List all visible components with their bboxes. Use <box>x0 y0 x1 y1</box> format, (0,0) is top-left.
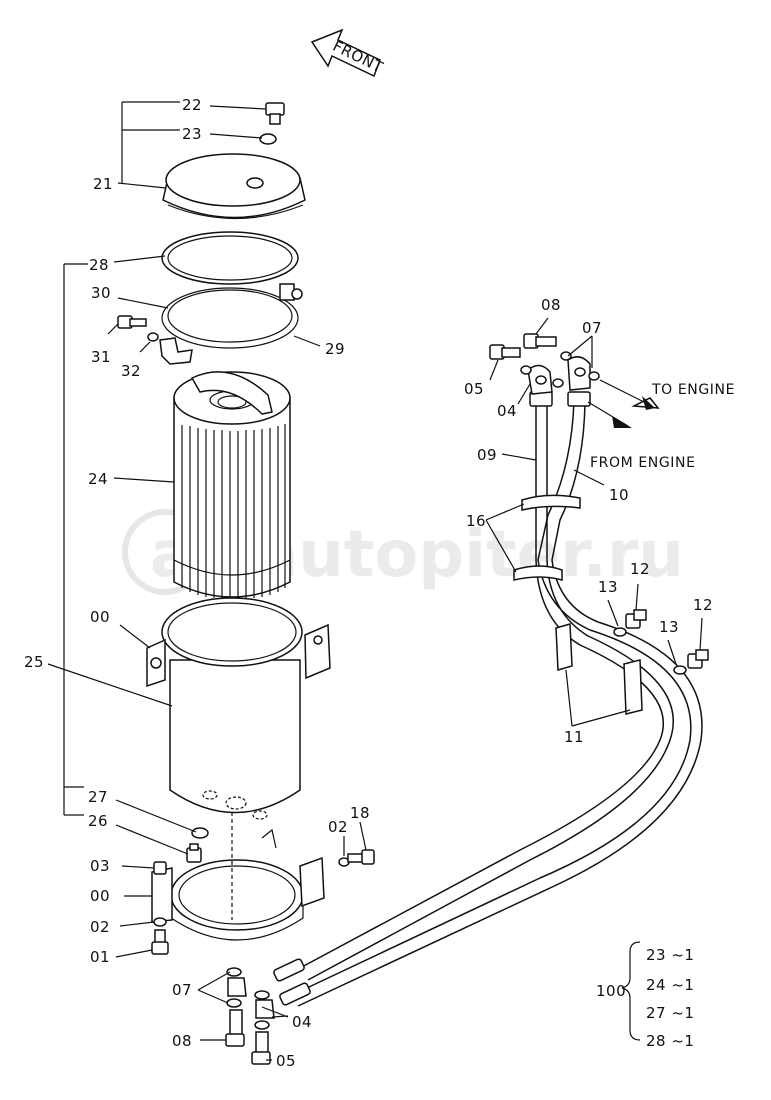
part-22-bolt <box>265 102 285 125</box>
label-04-lower: 04 <box>292 1013 312 1031</box>
part-24-element <box>173 371 291 600</box>
label-24: 24 <box>88 470 108 488</box>
part-13-washer-lower <box>673 665 687 675</box>
label-25: 25 <box>24 653 44 671</box>
part-28-gasket <box>161 231 299 285</box>
label-08-lower: 08 <box>172 1032 192 1050</box>
part-05-bolt-upper <box>489 344 521 360</box>
label-10: 10 <box>609 486 629 504</box>
label-05-lower: 05 <box>276 1052 296 1070</box>
label-11: 11 <box>564 728 584 746</box>
part-18-bolt <box>347 849 375 865</box>
label-03: 03 <box>90 857 110 875</box>
upper-fittings <box>489 333 600 395</box>
label-07-lower: 07 <box>172 981 192 999</box>
part-32-washer <box>147 332 159 342</box>
label-31: 31 <box>91 348 111 366</box>
flow-arrows <box>587 379 660 428</box>
label-01: 01 <box>90 948 110 966</box>
to-engine-label: TO ENGINE <box>651 382 735 398</box>
label-27: 27 <box>88 788 108 806</box>
from-engine-label: FROM ENGINE <box>590 455 696 471</box>
part-08-bolt-upper <box>523 333 557 349</box>
part-27-washer <box>191 827 209 839</box>
part-13-washer-upper <box>613 627 627 637</box>
kit-number: 100 <box>596 982 626 1000</box>
part-25-bowl <box>146 597 331 820</box>
kit-item-4: 28 ~1 <box>646 1032 694 1050</box>
label-13-lower: 13 <box>659 618 679 636</box>
leader-lines <box>47 101 703 1061</box>
kit-item-1: 23 ~1 <box>646 946 694 964</box>
label-16: 16 <box>466 512 486 530</box>
part-16-clamps <box>513 494 581 581</box>
label-23: 23 <box>182 125 202 143</box>
label-28: 28 <box>89 256 109 274</box>
label-30: 30 <box>91 284 111 302</box>
part-01-bolt <box>151 929 169 955</box>
kit-note: 100 23 ~1 24 ~1 27 ~1 28 ~1 <box>596 946 694 1050</box>
label-21: 21 <box>93 175 113 193</box>
part-labels: 22 23 21 28 30 31 32 29 24 00 25 27 26 0… <box>24 96 713 1070</box>
label-02-right: 02 <box>328 818 348 836</box>
mounting-band <box>151 812 325 941</box>
label-29: 29 <box>325 340 345 358</box>
label-09: 09 <box>477 446 497 464</box>
label-26: 26 <box>88 812 108 830</box>
label-13-upper: 13 <box>598 578 618 596</box>
part-03-nut <box>153 861 167 875</box>
label-08-upper: 08 <box>541 296 561 314</box>
label-22: 22 <box>182 96 202 114</box>
label-02-left: 02 <box>90 918 110 936</box>
label-04-upper: 04 <box>497 402 517 420</box>
part-23-washer <box>259 133 277 145</box>
part-30-band <box>159 283 303 365</box>
label-12-upper: 12 <box>630 560 650 578</box>
label-00-upper: 00 <box>90 608 110 626</box>
kit-item-2: 24 ~1 <box>646 976 694 994</box>
part-21-cover <box>162 153 306 220</box>
front-label: FRONT <box>330 37 386 77</box>
bottom-fittings <box>225 967 275 1065</box>
part-31-bolt <box>117 315 147 329</box>
part-12-bolt-lower <box>687 649 709 669</box>
part-02-washer-left <box>153 917 167 927</box>
part-12-bolt-upper <box>625 609 647 629</box>
part-26-plug <box>186 843 202 863</box>
label-00-lower: 00 <box>90 887 110 905</box>
label-18: 18 <box>350 804 370 822</box>
label-05-upper: 05 <box>464 380 484 398</box>
label-32: 32 <box>121 362 141 380</box>
watermark-text: autopiter.ru <box>255 518 684 592</box>
front-arrow: FRONT <box>310 28 386 78</box>
watermark: a autopiter.ru <box>122 509 684 595</box>
kit-item-3: 27 ~1 <box>646 1004 694 1022</box>
part-11-clamps <box>555 623 643 715</box>
label-07-upper: 07 <box>582 319 602 337</box>
label-12-lower: 12 <box>693 596 713 614</box>
